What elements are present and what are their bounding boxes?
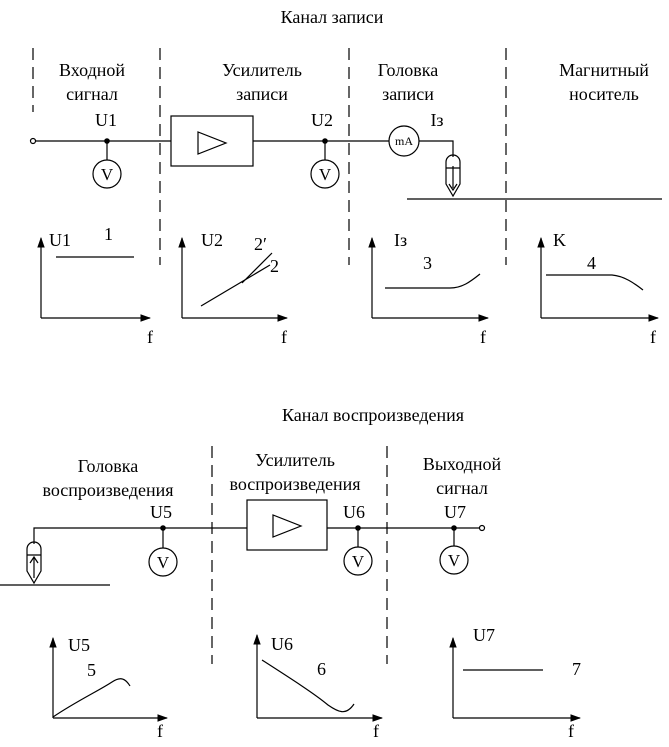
graph-3-number: 3: [423, 253, 432, 273]
graph-2-curve: [200, 264, 271, 307]
u2-label: U2: [311, 110, 333, 130]
record-amp-label-2: записи: [236, 84, 288, 104]
u2-voltmeter-symbol: V: [319, 165, 332, 184]
ammeter-symbol: mA: [395, 134, 413, 148]
graph-3-xlabel: f: [480, 327, 486, 347]
iz-label: Iз: [430, 110, 443, 130]
playback-head-arrow-tip: [29, 555, 39, 564]
graph-7-xlabel: f: [568, 721, 574, 741]
record-head-wire: [419, 140, 454, 157]
graph-4-ylabel: K: [553, 230, 566, 250]
graph-5-ylabel: U5: [68, 635, 90, 655]
graph-4: K f 4: [537, 230, 660, 347]
graph-7-ylabel: U7: [473, 625, 495, 645]
graph-2-xlabel: f: [281, 327, 287, 347]
u5-voltmeter-icon: [148, 547, 178, 577]
graph-4-xlabel: f: [650, 327, 656, 347]
record-head-label-2: записи: [382, 84, 434, 104]
playback-head-label-1: Головка: [78, 456, 139, 476]
graph-5-curve: [52, 678, 131, 718]
graph-1: U1 f 1: [37, 224, 153, 347]
input-terminal: [29, 137, 37, 145]
record-amplifier-box: [170, 115, 254, 167]
graph-5-xlabel: f: [157, 721, 163, 741]
input-signal-label-1: Входной: [59, 60, 125, 80]
record-amp-label-1: Усилитель: [222, 60, 302, 80]
u7-label: U7: [444, 502, 466, 522]
u7-voltmeter-icon: [439, 545, 469, 575]
graph-2: U2 f 2′ 2: [178, 230, 289, 347]
u1-voltmeter-symbol: V: [101, 165, 114, 184]
graph-5-number: 5: [87, 660, 96, 680]
output-signal-label-2: сигнал: [436, 478, 488, 498]
playback-amp-label-2: воспроизведения: [229, 474, 360, 494]
graph-2-ylabel: U2: [201, 230, 223, 250]
record-head-arrow-tip: [448, 183, 458, 192]
graph-1-ylabel: U1: [49, 230, 71, 250]
u5-label: U5: [150, 502, 172, 522]
graph-1-number: 1: [104, 224, 113, 244]
u1-label: U1: [95, 110, 117, 130]
graph-5: U5 f 5: [49, 635, 169, 741]
graph-2-number: 2: [270, 256, 279, 276]
u2-voltmeter-icon: [310, 159, 340, 189]
playback-head-icon: [26, 541, 42, 585]
u6-label: U6: [343, 502, 365, 522]
record-amplifier-triangle: [197, 131, 228, 155]
graph-6-ylabel: U6: [271, 634, 293, 654]
graph-1-xlabel: f: [147, 327, 153, 347]
graph-6: U6 f 6: [253, 633, 384, 741]
graph-7: U7 f 7: [449, 625, 582, 741]
graph-6-number: 6: [317, 659, 326, 679]
record-head-icon: [445, 154, 461, 198]
output-terminal: [478, 524, 486, 532]
graph-4-curve: [546, 274, 644, 291]
graph-2-number-alt: 2′: [254, 234, 267, 254]
playback-amplifier-triangle: [272, 514, 303, 538]
graph-3-ylabel: Iз: [394, 230, 407, 250]
medium-label-2: носитель: [569, 84, 639, 104]
u7-voltmeter-symbol: V: [448, 551, 461, 570]
playback-amp-label-1: Усилитель: [255, 450, 335, 470]
u6-voltmeter-symbol: V: [352, 552, 365, 571]
u6-voltmeter-icon: [343, 546, 373, 576]
playback-head-label-2: воспроизведения: [42, 480, 173, 500]
playback-head-wire: [33, 527, 247, 544]
playback-amplifier-box: [246, 499, 328, 551]
record-head-label-1: Головка: [378, 60, 439, 80]
output-signal-label-1: Выходной: [423, 454, 502, 474]
graph-3-curve: [385, 273, 481, 289]
u5-voltmeter-symbol: V: [157, 553, 170, 572]
input-signal-label-2: сигнал: [66, 84, 118, 104]
graph-3: Iз f 3: [368, 230, 490, 347]
record-title: Канал записи: [281, 7, 384, 27]
graph-7-number: 7: [572, 659, 581, 679]
u1-voltmeter-icon: [92, 159, 122, 189]
graph-2-curve-alt: [241, 252, 273, 284]
graph-6-curve: [261, 659, 355, 713]
graph-6-xlabel: f: [373, 721, 379, 741]
medium-label-1: Магнитный: [559, 60, 649, 80]
graph-4-number: 4: [587, 253, 596, 273]
playback-title: Канал воспроизведения: [282, 405, 464, 425]
